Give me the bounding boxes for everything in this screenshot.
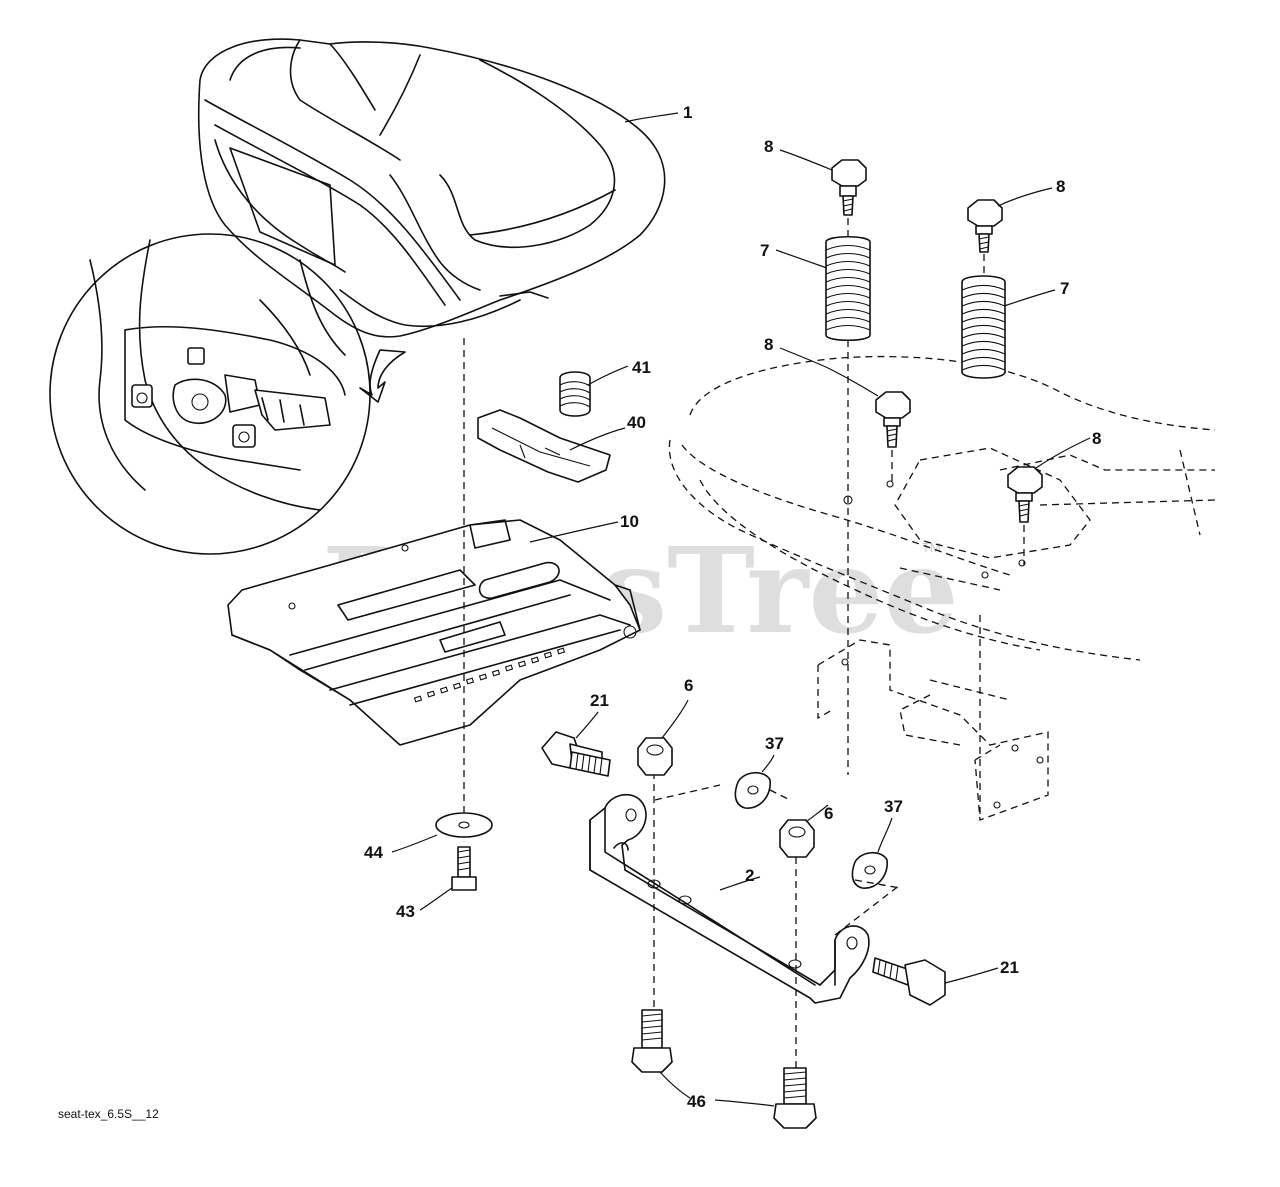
- callout-37a: 37: [765, 734, 784, 753]
- fastener-axes: [847, 218, 1025, 815]
- seat: [197, 38, 666, 338]
- callout-37b: 37: [884, 797, 903, 816]
- detail-inset: [49, 233, 406, 555]
- callout-7a: 7: [760, 241, 769, 260]
- seat-pan: 10: [227, 512, 641, 746]
- callout-6b: 6: [824, 804, 833, 823]
- bolt-8c: 8: [764, 335, 911, 448]
- callout-46: 46: [687, 1092, 706, 1111]
- callout-1: 1: [683, 103, 692, 122]
- callout-43: 43: [396, 902, 415, 921]
- callout-21a: 21: [590, 691, 609, 710]
- callout-2: 2: [745, 866, 754, 885]
- washer-37a: 37: [734, 734, 784, 809]
- nut-6a: 6: [637, 676, 693, 776]
- callout-8c: 8: [764, 335, 773, 354]
- nut-6b: 6: [779, 804, 833, 858]
- callout-40: 40: [627, 413, 646, 432]
- callout-10: 10: [620, 512, 639, 531]
- callout-8b: 8: [1056, 177, 1065, 196]
- clip-40: 40: [477, 409, 646, 483]
- callout-8a: 8: [764, 137, 773, 156]
- washer-37b: 37: [769, 789, 903, 889]
- bracket: 2: [589, 760, 901, 1070]
- callout-41: 41: [632, 358, 651, 377]
- bolt-8b: 8: [967, 177, 1065, 253]
- callout-44: 44: [364, 843, 383, 862]
- spring-7a: 7: [760, 235, 871, 342]
- bolt-43: 43: [396, 846, 477, 921]
- bolt-21a: 21: [541, 691, 611, 777]
- washer-44: 44: [364, 812, 493, 862]
- spring-7b: 7: [961, 275, 1069, 379]
- callout-7b: 7: [1060, 279, 1069, 298]
- callout-8d: 8: [1092, 429, 1101, 448]
- spring-41: 41: [559, 358, 651, 417]
- bolt-21b: 21: [872, 957, 1019, 1006]
- bolt-46a: [631, 1009, 691, 1099]
- mower-frame: [668, 355, 1216, 821]
- drawing-reference: seat-tex_6.5S__12: [58, 1107, 159, 1121]
- callout-21b: 21: [1000, 958, 1019, 977]
- callout-6a: 6: [684, 676, 693, 695]
- bolt-46b: [714, 1067, 817, 1129]
- bolt-8d: 8: [1007, 429, 1101, 523]
- watermark-tm: TM: [922, 540, 941, 555]
- bolt-8a: 8: [764, 137, 867, 216]
- callout-seat: 1: [624, 103, 692, 123]
